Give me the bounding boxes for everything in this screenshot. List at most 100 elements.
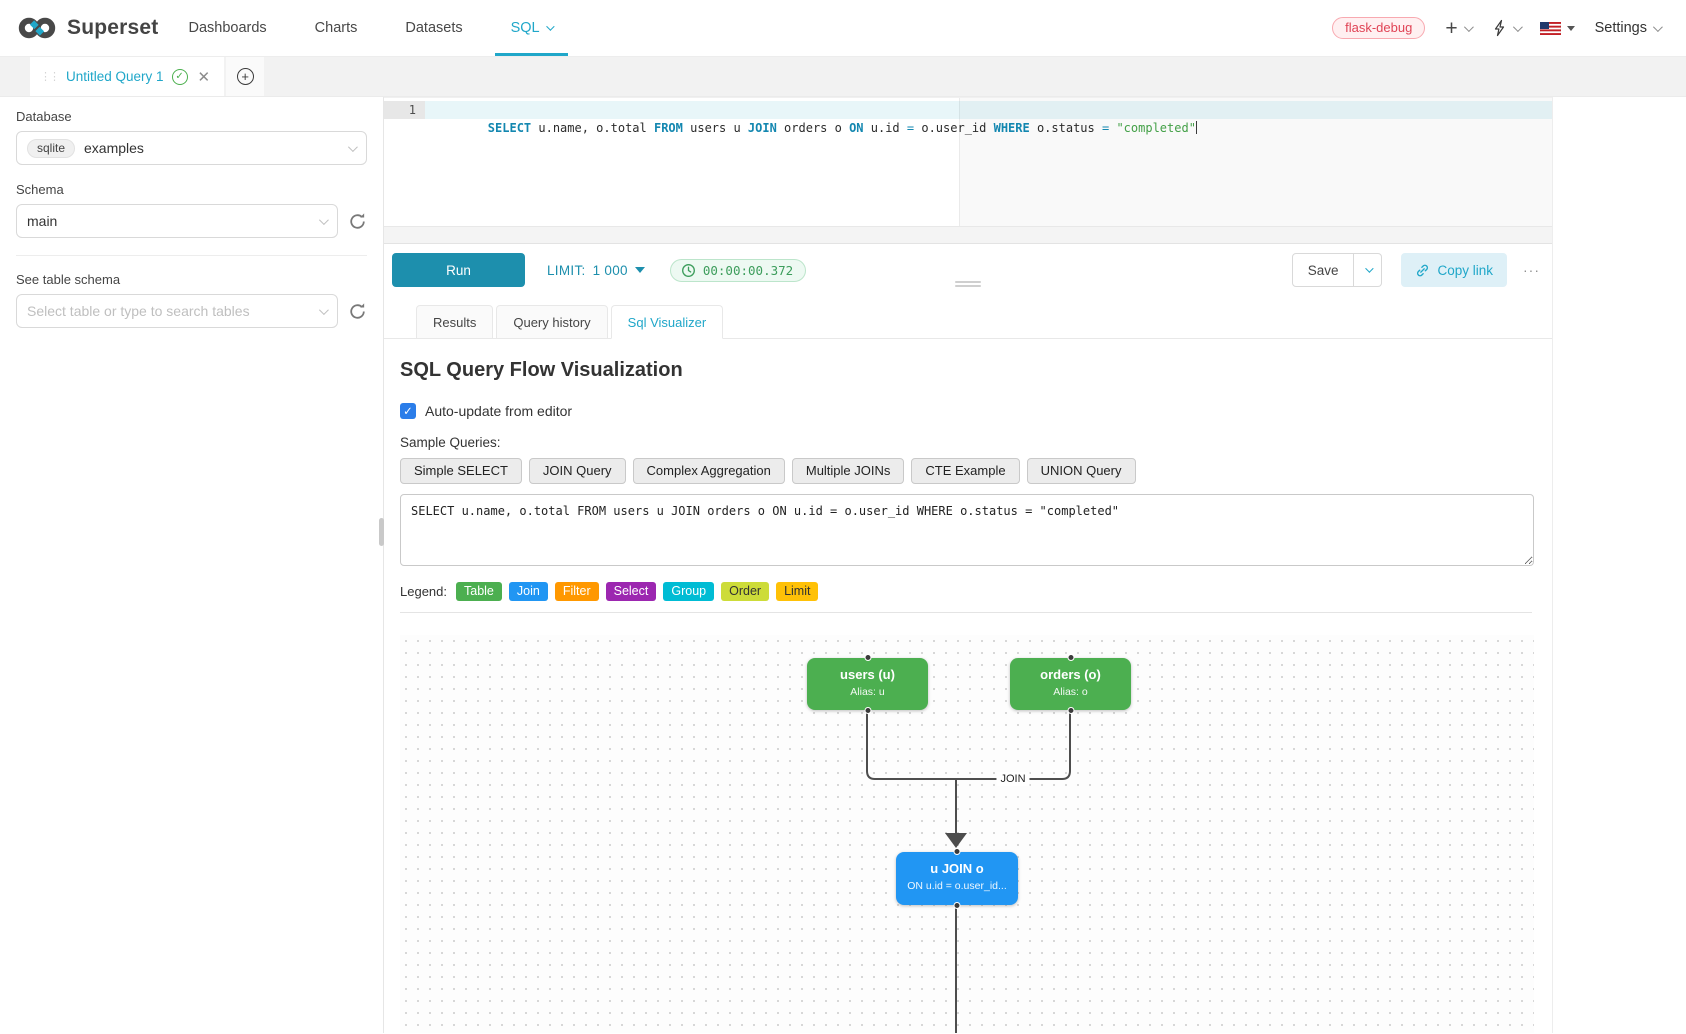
settings-menu[interactable]: Settings [1594, 20, 1663, 36]
database-select-value: examples [84, 140, 144, 156]
sql-lab-body: Database sqlite examples Schema main See… [0, 97, 1686, 1033]
saved-check-icon: ✓ [171, 68, 188, 85]
sample-query-button[interactable]: UNION Query [1026, 458, 1136, 484]
nav-item-charts[interactable]: Charts [314, 20, 358, 36]
editor-print-margin [959, 98, 1552, 226]
plus-circle-icon: + [236, 68, 254, 85]
run-query-button[interactable]: Run [392, 253, 525, 287]
node-title: users (u) [840, 667, 895, 682]
legend-badge: Select [605, 582, 657, 601]
nav-item-sql-label: SQL [510, 20, 540, 36]
elapsed-time: 00:00:00.372 [702, 262, 794, 278]
node-handle[interactable] [1067, 707, 1074, 714]
more-actions-button[interactable]: ··· [1523, 262, 1540, 278]
nav-item-sql[interactable]: SQL [494, 0, 568, 56]
brand-name: Superset [67, 16, 159, 39]
schema-select[interactable]: main [16, 204, 338, 238]
sql-token: o.user_id [914, 121, 994, 135]
save-options-button[interactable] [1354, 253, 1383, 287]
legend-badge: Table [456, 582, 502, 601]
tab-results[interactable]: Results [416, 305, 494, 339]
settings-label: Settings [1594, 20, 1647, 36]
chevron-down-icon [347, 141, 358, 152]
new-query-tab-button[interactable]: + [226, 57, 265, 96]
legend-badge: Filter [554, 582, 599, 601]
sql-token: SELECT [487, 121, 532, 135]
sample-query-button[interactable]: Complex Aggregation [632, 458, 785, 484]
sample-query-button[interactable]: CTE Example [911, 458, 1020, 484]
table-schema-label: See table schema [16, 272, 121, 287]
us-flag-icon [1539, 21, 1561, 35]
chevron-down-icon [1463, 21, 1474, 32]
limit-label: LIMIT: [547, 262, 586, 278]
query-tab-strip: ⋮⋮ Untitled Query 1 ✓ ✕ + [0, 57, 1686, 97]
schema-select-value: main [27, 213, 58, 229]
sql-token: JOIN [747, 121, 777, 135]
query-timer-badge: 00:00:00.372 [669, 258, 807, 282]
sql-token: "completed" [1116, 121, 1196, 135]
legend-badge: Join [508, 582, 548, 601]
language-picker[interactable] [1539, 21, 1575, 35]
schema-label: Schema [16, 182, 64, 197]
database-select[interactable]: sqlite examples [16, 131, 367, 165]
flow-node-orders[interactable]: orders (o) Alias: o [1010, 654, 1131, 714]
flow-node-users[interactable]: users (u) Alias: u [807, 654, 928, 714]
table-search-input[interactable] [27, 303, 309, 319]
sample-query-button[interactable]: Simple SELECT [400, 458, 522, 484]
sql-token: = [906, 121, 915, 135]
node-handle[interactable] [1067, 654, 1074, 661]
chevron-down-icon [318, 214, 329, 225]
limit-value: 1 000 [592, 262, 628, 278]
save-query-button[interactable]: Save [1291, 253, 1355, 287]
query-flow-canvas[interactable]: JOIN users (u) Alias: u orders (o) Alias… [400, 635, 1534, 1033]
sql-code-editor[interactable]: 1 SELECT u.name, o.total FROM users u JO… [384, 97, 1552, 244]
lightning-icon [1491, 19, 1507, 37]
limit-dropdown[interactable]: LIMIT: 1 000 [547, 263, 645, 278]
node-handle[interactable] [864, 707, 871, 714]
node-handle[interactable] [953, 902, 961, 909]
nav-item-datasets[interactable]: Datasets [405, 20, 463, 36]
legend-badge: Limit [776, 582, 819, 601]
copy-link-button[interactable]: Copy link [1401, 253, 1507, 287]
sql-token: u.name, o.total [531, 121, 654, 135]
sidebar-divider [16, 255, 367, 256]
new-item-menu[interactable]: + [1445, 18, 1474, 39]
sample-queries-label: Sample Queries: [400, 435, 501, 450]
drag-handle-icon[interactable]: ⋮⋮ [40, 71, 60, 83]
tab-sql-visualizer[interactable]: Sql Visualizer [610, 305, 724, 339]
node-subtitle: ON u.id = o.user_id... [907, 880, 1007, 892]
caret-down-icon [634, 267, 645, 273]
refresh-tables-button[interactable] [348, 302, 367, 321]
text-cursor [1195, 121, 1198, 134]
nav-item-dashboards[interactable]: Dashboards [188, 20, 267, 36]
legend-label: Legend: [400, 584, 447, 599]
query-search-menu[interactable] [1491, 19, 1523, 37]
editor-horizontal-scrollbar[interactable] [384, 226, 1552, 243]
sample-query-button[interactable]: Multiple JOINs [791, 458, 905, 484]
table-select[interactable] [16, 294, 338, 328]
environment-badge: flask-debug [1332, 17, 1426, 39]
node-handle[interactable] [953, 848, 961, 855]
auto-update-checkbox[interactable]: ✓ [400, 403, 416, 419]
legend-badge: Group [663, 582, 715, 601]
flow-node-join[interactable]: u JOIN o ON u.id = o.user_id... [896, 848, 1018, 909]
visualizer-divider [400, 612, 1532, 613]
top-navbar: Superset Dashboards Charts Datasets SQL … [0, 0, 1686, 57]
editor-toolbar: Run LIMIT: 1 000 00:00:00.372 Save [384, 244, 1552, 296]
refresh-schemas-button[interactable] [348, 212, 367, 231]
tab-query-history[interactable]: Query history [496, 305, 608, 339]
join-edge-label: JOIN [996, 772, 1030, 786]
sql-token: ON [849, 121, 864, 135]
sql-lab-main-panel: 1 SELECT u.name, o.total FROM users u JO… [383, 97, 1552, 1033]
query-tab-active[interactable]: ⋮⋮ Untitled Query 1 ✓ ✕ [30, 57, 225, 96]
close-tab-icon[interactable]: ✕ [197, 68, 211, 86]
auto-update-label: Auto-update from editor [425, 403, 573, 419]
node-subtitle: Alias: o [1053, 686, 1088, 698]
sample-query-button[interactable]: JOIN Query [528, 458, 626, 484]
sidebar-resize-grip[interactable] [379, 518, 384, 546]
node-handle[interactable] [864, 654, 871, 661]
visualizer-query-input[interactable]: SELECT u.name, o.total FROM users u JOIN… [400, 494, 1534, 566]
south-pane-resize-grip[interactable] [955, 278, 981, 290]
superset-logo[interactable]: Superset [16, 0, 158, 56]
sql-token: = [1101, 121, 1110, 135]
